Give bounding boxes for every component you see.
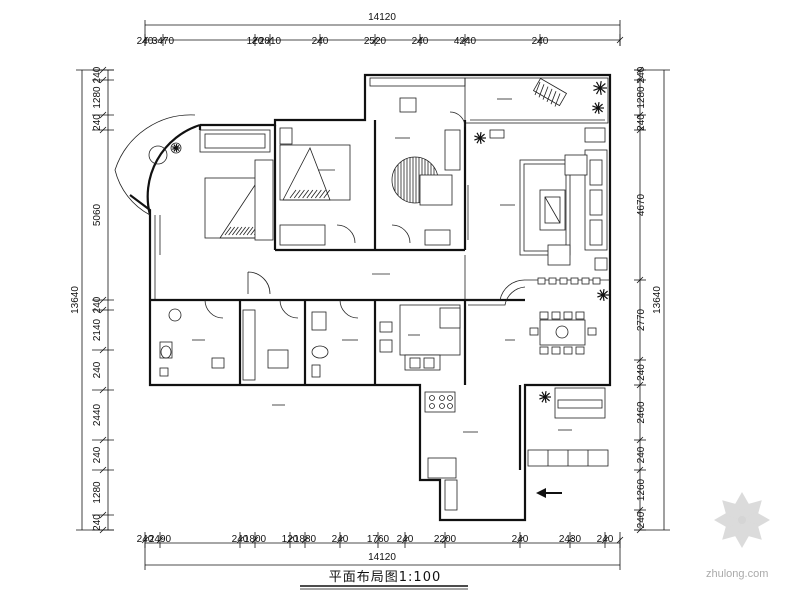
top-segment-label: 2810 — [259, 36, 282, 47]
top-segment-label: 240 — [412, 36, 429, 47]
left-segment-label: 1280 — [92, 86, 103, 109]
top-segment-label: 240 — [532, 36, 549, 47]
second-bedroom — [279, 127, 351, 246]
armchair — [564, 154, 588, 176]
wardrobe — [199, 129, 271, 153]
drawing-caption: 平面布局图1:100 — [300, 570, 468, 590]
bottom-segment-label: 2200 — [434, 534, 457, 545]
bottom-segment-label: 240 — [137, 534, 154, 545]
interior-walls — [150, 120, 610, 470]
top-segment-label: 4240 — [454, 36, 477, 47]
right-segment-label: 240 — [636, 364, 647, 381]
right-total-dimension: 13640 — [652, 286, 663, 314]
kitchen — [399, 304, 461, 511]
toilet — [311, 345, 329, 359]
left-segment-label: 240 — [92, 114, 103, 131]
armchair — [399, 97, 417, 113]
right-segment-label: 240 — [636, 114, 647, 131]
left-segment-label: 240 — [92, 361, 103, 378]
top-segment-label: 240 — [137, 36, 154, 47]
left-segment-label: 2140 — [92, 318, 103, 341]
left-segment-label: 240 — [92, 66, 103, 83]
armchair — [547, 244, 571, 266]
bottom-total-dimension: 14120 — [368, 552, 396, 563]
drawing-title: 平面布局图1:100 — [329, 570, 441, 585]
right-segment-label: 2770 — [636, 308, 647, 331]
bottom-segment-label: 1760 — [367, 534, 390, 545]
master-bedroom — [148, 129, 274, 241]
bottom-segment-label: 240 — [397, 534, 414, 545]
top-segment-label: 3470 — [152, 36, 175, 47]
watermark-logo-icon — [714, 492, 770, 548]
left-segment-label: 5060 — [92, 203, 103, 226]
right-segment-label: 240 — [636, 446, 647, 463]
plants — [172, 81, 609, 404]
bottom-segment-label: 2430 — [559, 534, 582, 545]
left-segment-label: 240 — [92, 296, 103, 313]
bottom-segment-label: 240 — [597, 534, 614, 545]
door-swings — [204, 111, 466, 319]
right-segment-label: 1280 — [636, 86, 647, 109]
left-segment-label: 2440 — [92, 403, 103, 426]
bottom-segment-label: 240 — [232, 534, 249, 545]
right-segment-label: 240 — [636, 66, 647, 83]
right-segment-label: 240 — [636, 511, 647, 528]
sofa — [584, 149, 608, 251]
top-balcony — [532, 77, 568, 107]
entry-arrow-icon — [536, 488, 562, 498]
desk — [279, 224, 326, 246]
bathrooms — [159, 308, 393, 381]
room-label-marks — [192, 98, 572, 433]
watermark-text: zhulong.com — [706, 568, 768, 580]
right-segment-label: 1260 — [636, 478, 647, 501]
lounge-chair — [532, 77, 568, 107]
bottom-segment-label: 240 — [512, 534, 529, 545]
study-room — [391, 97, 461, 246]
top-segment-label: 240 — [312, 36, 329, 47]
right-segment-label: 2460 — [636, 401, 647, 424]
dining-table — [539, 319, 586, 346]
double-bed — [204, 177, 261, 239]
left-dimension-chain: 13640 240 1280 240 5060 240 2140 240 2440 240 128… — [70, 66, 114, 534]
dining-area — [529, 277, 601, 355]
bottom-segment-label: 240 — [332, 534, 349, 545]
right-segment-label: 4670 — [636, 193, 647, 216]
bottom-segment-label: 2490 — [149, 534, 172, 545]
top-total-dimension: 14120 — [368, 12, 396, 23]
left-total-dimension: 13640 — [70, 286, 81, 314]
left-segment-label: 240 — [92, 514, 103, 531]
single-bed — [279, 144, 351, 201]
top-segment-label: 120 — [247, 36, 264, 47]
bottom-segment-label: 120 — [282, 534, 299, 545]
bottom-segment-label: 1880 — [294, 534, 317, 545]
stove — [424, 391, 456, 413]
family-room — [527, 387, 609, 467]
left-segment-label: 1280 — [92, 481, 103, 504]
living-room — [467, 127, 608, 271]
top-segment-label: 2520 — [364, 36, 387, 47]
right-dimension-chain: 240 1280 240 4670 2770 240 2460 240 1260 240 1364… — [634, 66, 670, 534]
bottom-segment-label: 1800 — [244, 534, 267, 545]
left-segment-label: 240 — [92, 446, 103, 463]
exterior-walls — [114, 73, 612, 522]
